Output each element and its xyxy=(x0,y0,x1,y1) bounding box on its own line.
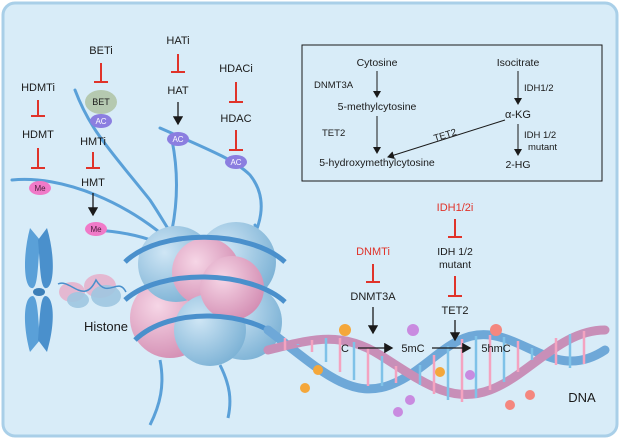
me-mark-hmt xyxy=(85,222,107,236)
box-dnmt3a: DNMT3A xyxy=(314,80,354,91)
chromosome-icon xyxy=(24,228,53,352)
beti-label: BETi xyxy=(89,45,112,57)
box-idh-mutant-line2: mutant xyxy=(528,142,557,153)
idhi-label: IDH1/2i xyxy=(437,202,474,214)
me-mark-left xyxy=(29,181,51,195)
ac-mark-hat xyxy=(167,132,189,146)
hdac-label: HDAC xyxy=(220,113,251,125)
inhibitor-beti xyxy=(94,63,108,83)
5hmc-dot xyxy=(490,324,502,336)
5hmc-label: 5hmC xyxy=(481,343,510,355)
ac-mark-hat-label: AC xyxy=(172,135,183,144)
c-label: C xyxy=(341,343,349,355)
inhibitor-hdaci xyxy=(229,82,243,103)
inhibitor-hdac xyxy=(229,130,243,151)
ac-mark-bet xyxy=(90,114,112,128)
histone-label: Histone xyxy=(84,319,128,334)
inhibitor-hati xyxy=(171,54,185,73)
histone-tail-bottom-2 xyxy=(218,364,232,419)
tet2-label: TET2 xyxy=(442,305,469,317)
hdaci-label: HDACi xyxy=(219,63,253,75)
c-dot xyxy=(339,324,351,336)
box-tet2-left: TET2 xyxy=(322,128,345,139)
hmti-label: HMTi xyxy=(80,136,106,148)
me-mark-left-label: Me xyxy=(34,184,46,193)
5mc-dot xyxy=(407,324,419,336)
chromatin-fiber-icon xyxy=(57,274,127,308)
box-2hg: 2-HG xyxy=(505,159,530,171)
inhibitor-dnmti xyxy=(366,264,380,283)
inhibitor-idhi xyxy=(448,219,462,238)
pathway-box xyxy=(301,44,603,182)
box-idh12: IDH1/2 xyxy=(524,83,554,94)
hat-label: HAT xyxy=(167,85,188,97)
hmt-label: HMT xyxy=(81,177,105,189)
ac-mark-hdac-label: AC xyxy=(230,158,241,167)
box-5-methylcytosine: 5-methylcytosine xyxy=(338,101,417,113)
idh-mutant-label-line2: mutant xyxy=(439,259,471,271)
box-idh-mutant-line1: IDH 1/2 xyxy=(524,130,556,141)
me-mark-hmt-label: Me xyxy=(90,225,102,234)
idh-mutant-label-line1: IDH 1/2 xyxy=(437,246,473,258)
hati-label: HATi xyxy=(166,35,189,47)
bet-label: BET xyxy=(92,97,110,107)
ac-mark-bet-label: AC xyxy=(95,117,106,126)
box-5-hydroxymethylcytosine: 5-hydroxymethylcytosine xyxy=(319,157,435,169)
inhibitor-hdmti xyxy=(31,100,45,117)
dnmt3a-label: DNMT3A xyxy=(350,291,396,303)
box-isocitrate: Isocitrate xyxy=(497,57,540,69)
hdmti-label: HDMTi xyxy=(21,82,55,94)
inhibitor-hmti xyxy=(86,152,100,169)
5mc-label: 5mC xyxy=(401,343,424,355)
histone-octamer-icon xyxy=(123,222,287,366)
dnmti-label: DNMTi xyxy=(356,246,390,258)
box-arrow-tet2-diagonal xyxy=(387,119,506,160)
box-cytosine: Cytosine xyxy=(357,57,398,69)
box-akg: α-KG xyxy=(505,109,531,121)
histone-tail-bottom xyxy=(148,359,164,426)
bet-reader-icon xyxy=(85,90,117,114)
dna-label: DNA xyxy=(568,390,596,405)
inhibitor-idh-mutant xyxy=(448,276,462,297)
dna-helix-icon xyxy=(263,325,610,417)
ac-mark-hdac xyxy=(225,155,247,169)
inhibitor-hdmt xyxy=(31,148,45,169)
hdmt-label: HDMT xyxy=(22,129,54,141)
